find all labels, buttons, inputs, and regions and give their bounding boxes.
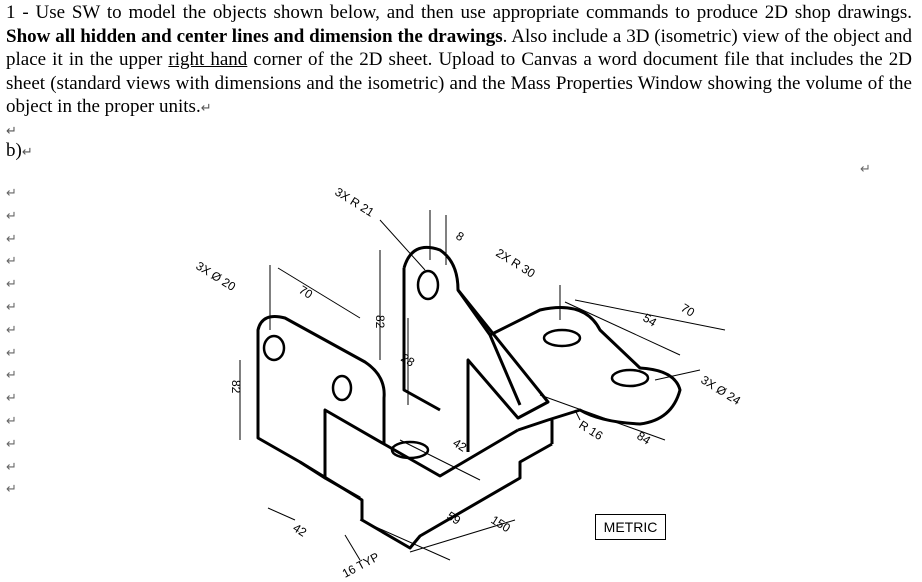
- leader-r16: [574, 409, 581, 421]
- dim-3x-r21: 3X R 21: [332, 185, 376, 220]
- dim-8: 8: [453, 229, 466, 245]
- hole-base: [390, 440, 430, 460]
- instructions-underlined-text: right hand: [168, 49, 248, 70]
- dim-150: 150: [488, 513, 513, 536]
- part-label-line: b)↵: [6, 139, 33, 164]
- dim-line-70-right: [574, 299, 726, 331]
- return-mark-icon: ↵: [6, 482, 17, 498]
- instructions-text-3: corner of the 2D sheet. Upload to Canvas…: [6, 49, 912, 117]
- hole-right-end: [610, 368, 650, 388]
- return-mark-icon: ↵: [6, 413, 17, 429]
- dim-line-42-center: [399, 439, 481, 481]
- dim-line-59: [359, 519, 451, 561]
- hole-center-upright: [416, 269, 440, 301]
- paragraph-marks-column: ↵ ↵ ↵ ↵ ↵ ↵ ↵ ↵ ↵ ↵ ↵ ↵ ↵ ↵: [6, 186, 26, 505]
- metric-label-box: METRIC: [595, 514, 666, 540]
- center-upright-edge: [402, 268, 441, 412]
- return-mark-icon: ↵: [6, 277, 17, 293]
- instructions-text-2: . Also include a 3D (isometric) view of …: [6, 25, 912, 71]
- dim-82-left: 82: [229, 380, 243, 394]
- return-mark-icon: ↵: [6, 368, 17, 384]
- dim-42-left: 42: [290, 521, 309, 540]
- hole-right-tab: [542, 328, 582, 348]
- leader-24: [654, 369, 701, 381]
- dim-r16: R 16: [576, 418, 605, 443]
- return-mark-icon: ↵: [6, 459, 17, 475]
- dim-2x-r30: 2X R 30: [493, 246, 537, 281]
- dim-line-54: [564, 301, 681, 356]
- left-upright: [256, 315, 386, 480]
- object-outline: [256, 245, 682, 550]
- dim-84: 84: [634, 429, 653, 448]
- return-mark-icon: ↵: [6, 208, 17, 224]
- base-inner-edge: [324, 476, 361, 500]
- dim-82-center: 82: [373, 315, 387, 329]
- dim-28: 28: [398, 351, 417, 370]
- return-mark-icon: ↵: [6, 391, 17, 407]
- dim-line-42-left: [267, 507, 296, 521]
- base-front-edge: [299, 442, 553, 550]
- instructions-paragraph: 1 - Use SW to model the objects shown be…: [6, 1, 912, 121]
- hole-left-mid: [331, 374, 353, 402]
- return-mark-icon: ↵: [6, 322, 17, 338]
- return-mark-icon: ↵: [860, 162, 871, 177]
- leader-16-typ: [344, 534, 361, 561]
- empty-line: ↵: [6, 118, 17, 143]
- dim-line-150: [409, 519, 516, 553]
- holes: [262, 269, 650, 460]
- hole-left-top: [262, 334, 286, 362]
- dimension-lines: [239, 210, 726, 561]
- dim-70-right: 70: [678, 301, 697, 320]
- return-mark-icon: ↵: [6, 299, 17, 315]
- part-label: b): [6, 140, 22, 161]
- dim-3x-d20: 3X Ø 20: [193, 259, 238, 294]
- instructions-text-1: 1 - Use SW to model the objects shown be…: [6, 2, 912, 23]
- return-mark-icon: ↵: [6, 186, 17, 201]
- dim-70-top: 70: [296, 283, 315, 302]
- return-mark-icon: ↵: [6, 436, 17, 452]
- dim-3x-d24: 3X Ø 24: [698, 373, 743, 408]
- return-mark-icon: ↵: [21, 145, 33, 160]
- return-mark-icon: ↵: [6, 231, 17, 247]
- leader-r21: [379, 219, 426, 271]
- dim-line-70-top: [277, 267, 361, 319]
- return-mark-icon: ↵: [6, 124, 17, 139]
- dim-line-84: [539, 394, 666, 441]
- base-top-edge: [383, 428, 519, 478]
- instructions-bold-text: Show all hidden and center lines and dim…: [6, 25, 503, 47]
- return-mark-icon: ↵: [6, 345, 17, 361]
- dim-16-typ: 16 TYP: [340, 550, 382, 581]
- return-mark-icon: ↵: [200, 101, 212, 116]
- return-mark-icon: ↵: [6, 254, 17, 270]
